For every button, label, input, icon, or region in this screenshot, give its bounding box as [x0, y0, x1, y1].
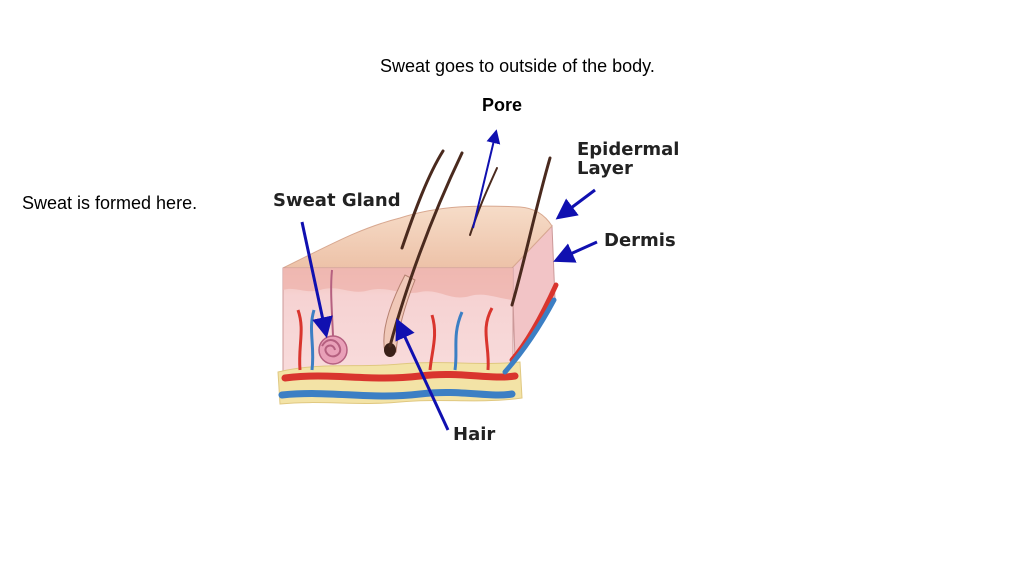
hair-bulb [384, 343, 396, 357]
hair-shaft-left [400, 149, 445, 250]
vein-horizontal [278, 388, 516, 400]
sweat-formation-caption: Sweat is formed here. [22, 193, 198, 213]
pore-label: Pore [482, 95, 523, 115]
sweat-exit-caption: Sweat goes to outside of the body. [380, 56, 655, 76]
epidermal-layer-label: Epidermal Layer [577, 140, 679, 178]
pore-arrow [472, 129, 501, 229]
dermis-arrow [553, 240, 598, 263]
artery-horizontal [281, 370, 519, 382]
capillary-5 [484, 307, 494, 371]
capillary-2 [310, 309, 316, 371]
capillary-1 [296, 309, 303, 371]
hair-shaft-side [510, 156, 552, 307]
sweat-gland-label: Sweat Gland [273, 190, 401, 211]
dermis-label: Dermis [604, 230, 676, 251]
hair-arrow [395, 318, 450, 431]
sweat-gland-arrow [300, 221, 333, 339]
epidermal-label-line2: Layer [577, 158, 633, 179]
sweat-gland-coil [318, 269, 348, 365]
capillary-4 [453, 311, 464, 371]
epidermal-arrow [555, 188, 596, 220]
capillary-3 [428, 314, 437, 371]
epidermal-label-line1: Epidermal [577, 139, 680, 160]
vein-side [502, 297, 557, 375]
hair-label: Hair [453, 424, 496, 445]
epidermis-layer [283, 268, 513, 300]
skin-surface [282, 205, 553, 269]
